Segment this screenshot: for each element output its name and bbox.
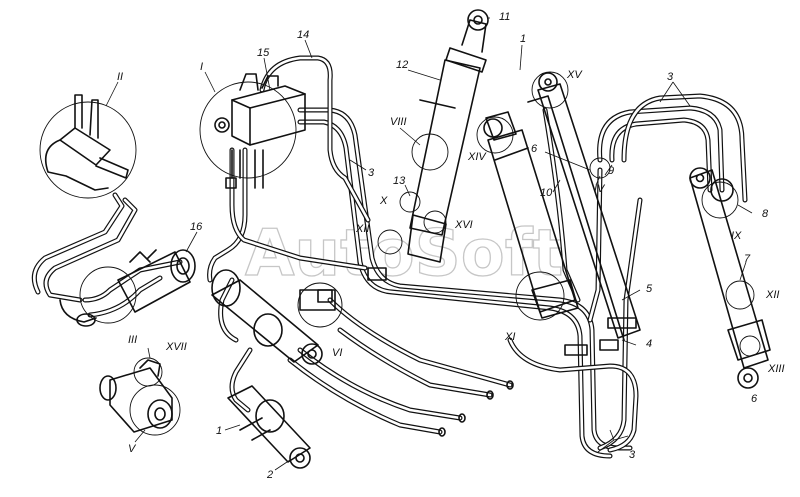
label-IV: IV: [594, 183, 606, 195]
label-15: 15: [257, 47, 270, 59]
label-3-mid: 3: [368, 167, 375, 179]
pipe-network: [31, 55, 748, 459]
label-XI: XI: [504, 331, 515, 343]
connector-blocks: [317, 267, 637, 356]
callout-V: [129, 384, 181, 436]
label-14: 14: [297, 29, 309, 41]
callout-XVII: [133, 357, 163, 387]
cylinder-vi: [211, 269, 336, 365]
callout-XIII: [739, 335, 761, 357]
label-8: 8: [762, 208, 769, 220]
watermark: AutoSoft: [245, 217, 563, 291]
part-labels: II I 15 14 12 11 1 XV 3 VIII XIV 6 3 13 …: [117, 11, 785, 481]
cylinder-1-lower: [227, 385, 311, 469]
callout-XI: [515, 271, 565, 321]
label-3-bottom: 3: [629, 449, 636, 461]
label-III: III: [128, 334, 137, 346]
callout-X: [399, 191, 421, 213]
callout-XVI: [423, 210, 447, 234]
cylinder-12: [407, 9, 489, 263]
label-XVI: XVI: [454, 219, 473, 231]
callout-II: [39, 101, 137, 199]
label-13: 13: [393, 175, 406, 187]
label-IX: IX: [731, 230, 742, 242]
label-VIII: VIII: [390, 116, 407, 128]
callout-III: [79, 266, 137, 324]
callout-XII-b: [725, 280, 755, 310]
label-4: 4: [646, 338, 652, 350]
label-XIV: XIV: [467, 151, 487, 163]
label-5: 5: [646, 283, 653, 295]
cylinder-6-middle: [483, 111, 579, 319]
label-XII-right: XII: [765, 289, 779, 301]
detail-ii-fitting: [44, 94, 129, 191]
label-X: X: [379, 195, 388, 207]
label-VI: VI: [332, 347, 342, 359]
label-6-right: 6: [751, 393, 758, 405]
callout-I: [199, 81, 297, 179]
pipe-outlets: [438, 380, 514, 437]
label-10: 10: [540, 187, 553, 199]
callout-XV: [531, 71, 569, 109]
cylinder-7-right: [689, 167, 771, 389]
label-XV: XV: [566, 69, 583, 81]
label-11: 11: [499, 11, 510, 23]
label-XIII: XIII: [767, 363, 785, 375]
label-1-lower: 1: [216, 425, 222, 437]
label-9: 9: [608, 165, 614, 177]
label-6-middle: 6: [531, 143, 538, 155]
label-V: V: [128, 443, 137, 455]
leader-lines: [105, 17, 753, 471]
motor-v: [99, 359, 173, 433]
label-1-top: 1: [520, 33, 526, 45]
label-I: I: [200, 61, 203, 73]
callout-VI: [297, 282, 343, 328]
label-II: II: [117, 71, 123, 83]
label-12: 12: [396, 59, 408, 71]
callout-VIII: [411, 133, 449, 171]
label-2: 2: [266, 469, 273, 481]
callout-IX: [701, 181, 739, 219]
detail-callouts: [39, 71, 761, 436]
label-XII-center: XII: [355, 223, 369, 235]
label-XVII: XVII: [165, 341, 187, 353]
callout-XIV: [476, 116, 514, 154]
valve-block: [214, 73, 306, 189]
label-16: 16: [190, 221, 203, 233]
callout-XII-a: [377, 229, 403, 255]
label-7: 7: [744, 253, 751, 265]
label-3-top: 3: [667, 71, 674, 83]
